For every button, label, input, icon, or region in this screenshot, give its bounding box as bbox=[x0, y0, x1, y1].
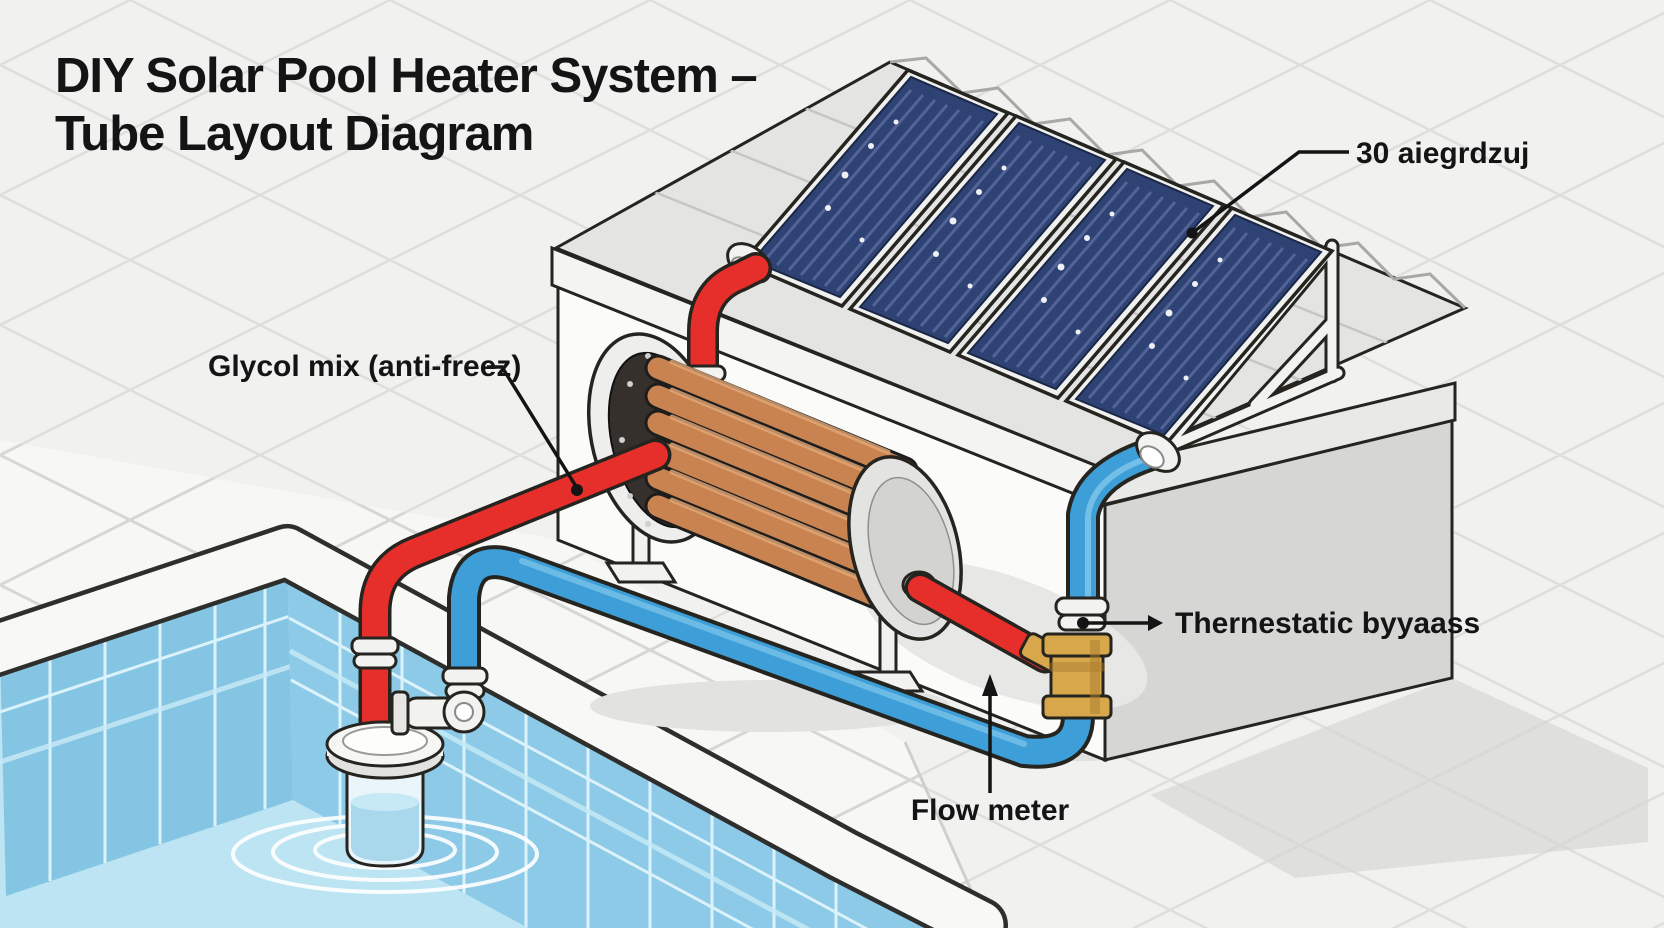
thermostatic-bypass-valve bbox=[1018, 632, 1113, 720]
hot-pipe-panel-to-exchanger bbox=[687, 252, 772, 408]
cold-pipe-floor-segment bbox=[447, 545, 1095, 769]
canister-water bbox=[351, 802, 419, 861]
pool-coping bbox=[0, 524, 1008, 928]
bypass-label: Thernestatic byyaass bbox=[1175, 607, 1480, 640]
panel-outlet-collar bbox=[1135, 431, 1181, 473]
copper-tube bbox=[644, 354, 919, 484]
glycol-label: Glycol mix (anti-freez) bbox=[208, 350, 521, 383]
page-title-line2: Tube Layout Diagram bbox=[55, 107, 533, 161]
label-glycol: Glycol mix (anti-freez) bbox=[208, 350, 583, 496]
pump-elbow-fitting bbox=[390, 666, 489, 736]
title-block: DIY Solar Pool Heater System – Tube Layo… bbox=[55, 49, 758, 161]
annotations: DIY Solar Pool Heater System – Tube Layo… bbox=[55, 49, 1529, 827]
page-title-line1: DIY Solar Pool Heater System – bbox=[55, 49, 757, 103]
flow-meter-label: Flow meter bbox=[911, 794, 1070, 827]
glycol-leader-line bbox=[487, 365, 579, 489]
hot-pipe-collar bbox=[350, 636, 400, 670]
label-flow-meter: Flow meter bbox=[911, 674, 1070, 827]
panel-tilt-label: 30 aiegrdzuj bbox=[1356, 137, 1529, 170]
bypass-arrowhead bbox=[1148, 615, 1163, 631]
flow-meter-arrowhead bbox=[982, 674, 998, 696]
panel-tilt-leader-line bbox=[1190, 150, 1349, 235]
pool-pump-filter bbox=[231, 636, 539, 894]
label-panel-tilt: 30 aiegrdzuj bbox=[1186, 137, 1529, 239]
pump-lid bbox=[325, 720, 445, 780]
hot-pipe-pool-segment bbox=[358, 438, 672, 759]
label-bypass: Thernestatic byyaass bbox=[1077, 607, 1480, 640]
